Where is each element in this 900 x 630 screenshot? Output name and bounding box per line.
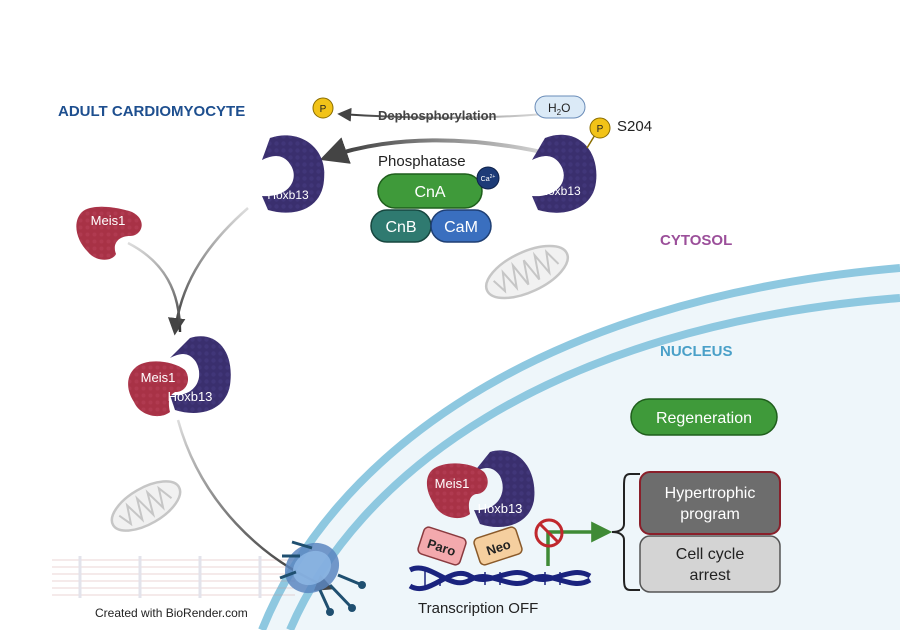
regeneration-box: Regeneration [630, 398, 778, 436]
phosphatase-label: Phosphatase [378, 153, 466, 170]
svg-text:Hypertrophic: Hypertrophic [665, 485, 756, 502]
dephosphorylation-arrow: Dephosphorylation [337, 107, 546, 123]
svg-text:program: program [680, 506, 740, 523]
inhibition-icon [534, 518, 564, 548]
svg-text:Cell cycle: Cell cycle [676, 546, 745, 563]
nuclear-pore [279, 540, 366, 616]
cna-subunit [377, 173, 483, 209]
svg-text:arrest: arrest [690, 567, 731, 584]
s204-site-label: S204 [617, 118, 652, 135]
nucleus-label: NUCLEUS [660, 343, 733, 360]
cam-subunit [430, 209, 492, 243]
meis1-free: Meis1 [76, 206, 142, 260]
cell-type-label: ADULT CARDIOMYOCYTE [58, 103, 245, 120]
dephosphorylation-label: Dephosphorylation [378, 108, 497, 123]
meis1-hoxb13-complex-nucleus: Meis1 Hoxb13 [426, 450, 535, 527]
meis1-to-complex-arrow [127, 241, 182, 333]
dephosphorylation-main-arrow [319, 137, 556, 164]
meis1-hoxb13-complex-cytosol: Meis1 Hoxb13 [128, 336, 231, 417]
bound-phosphate [589, 117, 611, 139]
calcineurin-complex: CnA Ca2+ CnB CaM [370, 166, 500, 243]
mitochondrion-lower [110, 480, 182, 532]
hoxb13-to-complex-arrow [167, 207, 249, 336]
water-molecule: H2O [534, 95, 586, 119]
paro-protein: Paro [417, 526, 467, 566]
free-phosphate: P [312, 97, 334, 119]
svg-text:Ca2+: Ca2+ [481, 174, 496, 183]
credit-label: Created with BioRender.com [95, 606, 248, 620]
svg-text:P: P [320, 104, 327, 115]
dna-double-helix [408, 565, 592, 591]
cytosol-label: CYTOSOL [660, 232, 732, 249]
cell-cycle-arrest-box: Cell cycle arrest [639, 535, 781, 593]
svg-text:Hoxb13: Hoxb13 [539, 184, 581, 198]
svg-text:Hoxb13: Hoxb13 [478, 501, 523, 516]
outcome-bracket [611, 473, 640, 591]
svg-text:P: P [597, 124, 604, 135]
svg-text:CnA: CnA [414, 184, 445, 201]
mitochondrion-cytosol [484, 244, 570, 300]
svg-text:Meis1: Meis1 [91, 213, 126, 228]
svg-text:Hoxb13: Hoxb13 [168, 389, 213, 404]
svg-text:CnB: CnB [385, 219, 416, 236]
svg-text:H2O: H2O [548, 101, 570, 117]
svg-text:Regeneration: Regeneration [656, 410, 752, 427]
nucleus-region [258, 264, 900, 630]
hoxb13-phosphorylated: Hoxb13 P S204 [532, 117, 652, 213]
svg-text:Meis1: Meis1 [141, 370, 176, 385]
neo-protein: Neo [473, 526, 523, 566]
svg-text:CaM: CaM [444, 219, 478, 236]
svg-text:Neo: Neo [484, 536, 512, 558]
calcium-ion [476, 166, 500, 190]
sarcomere-faint [52, 556, 295, 598]
hypertrophic-program-box: Hypertrophic program [639, 471, 781, 535]
svg-text:Hoxb13: Hoxb13 [267, 188, 309, 202]
svg-text:Meis1: Meis1 [435, 476, 470, 491]
hoxb13-dephosphorylated: Hoxb13 [262, 135, 325, 213]
transcription-status-label: Transcription OFF [418, 600, 538, 617]
